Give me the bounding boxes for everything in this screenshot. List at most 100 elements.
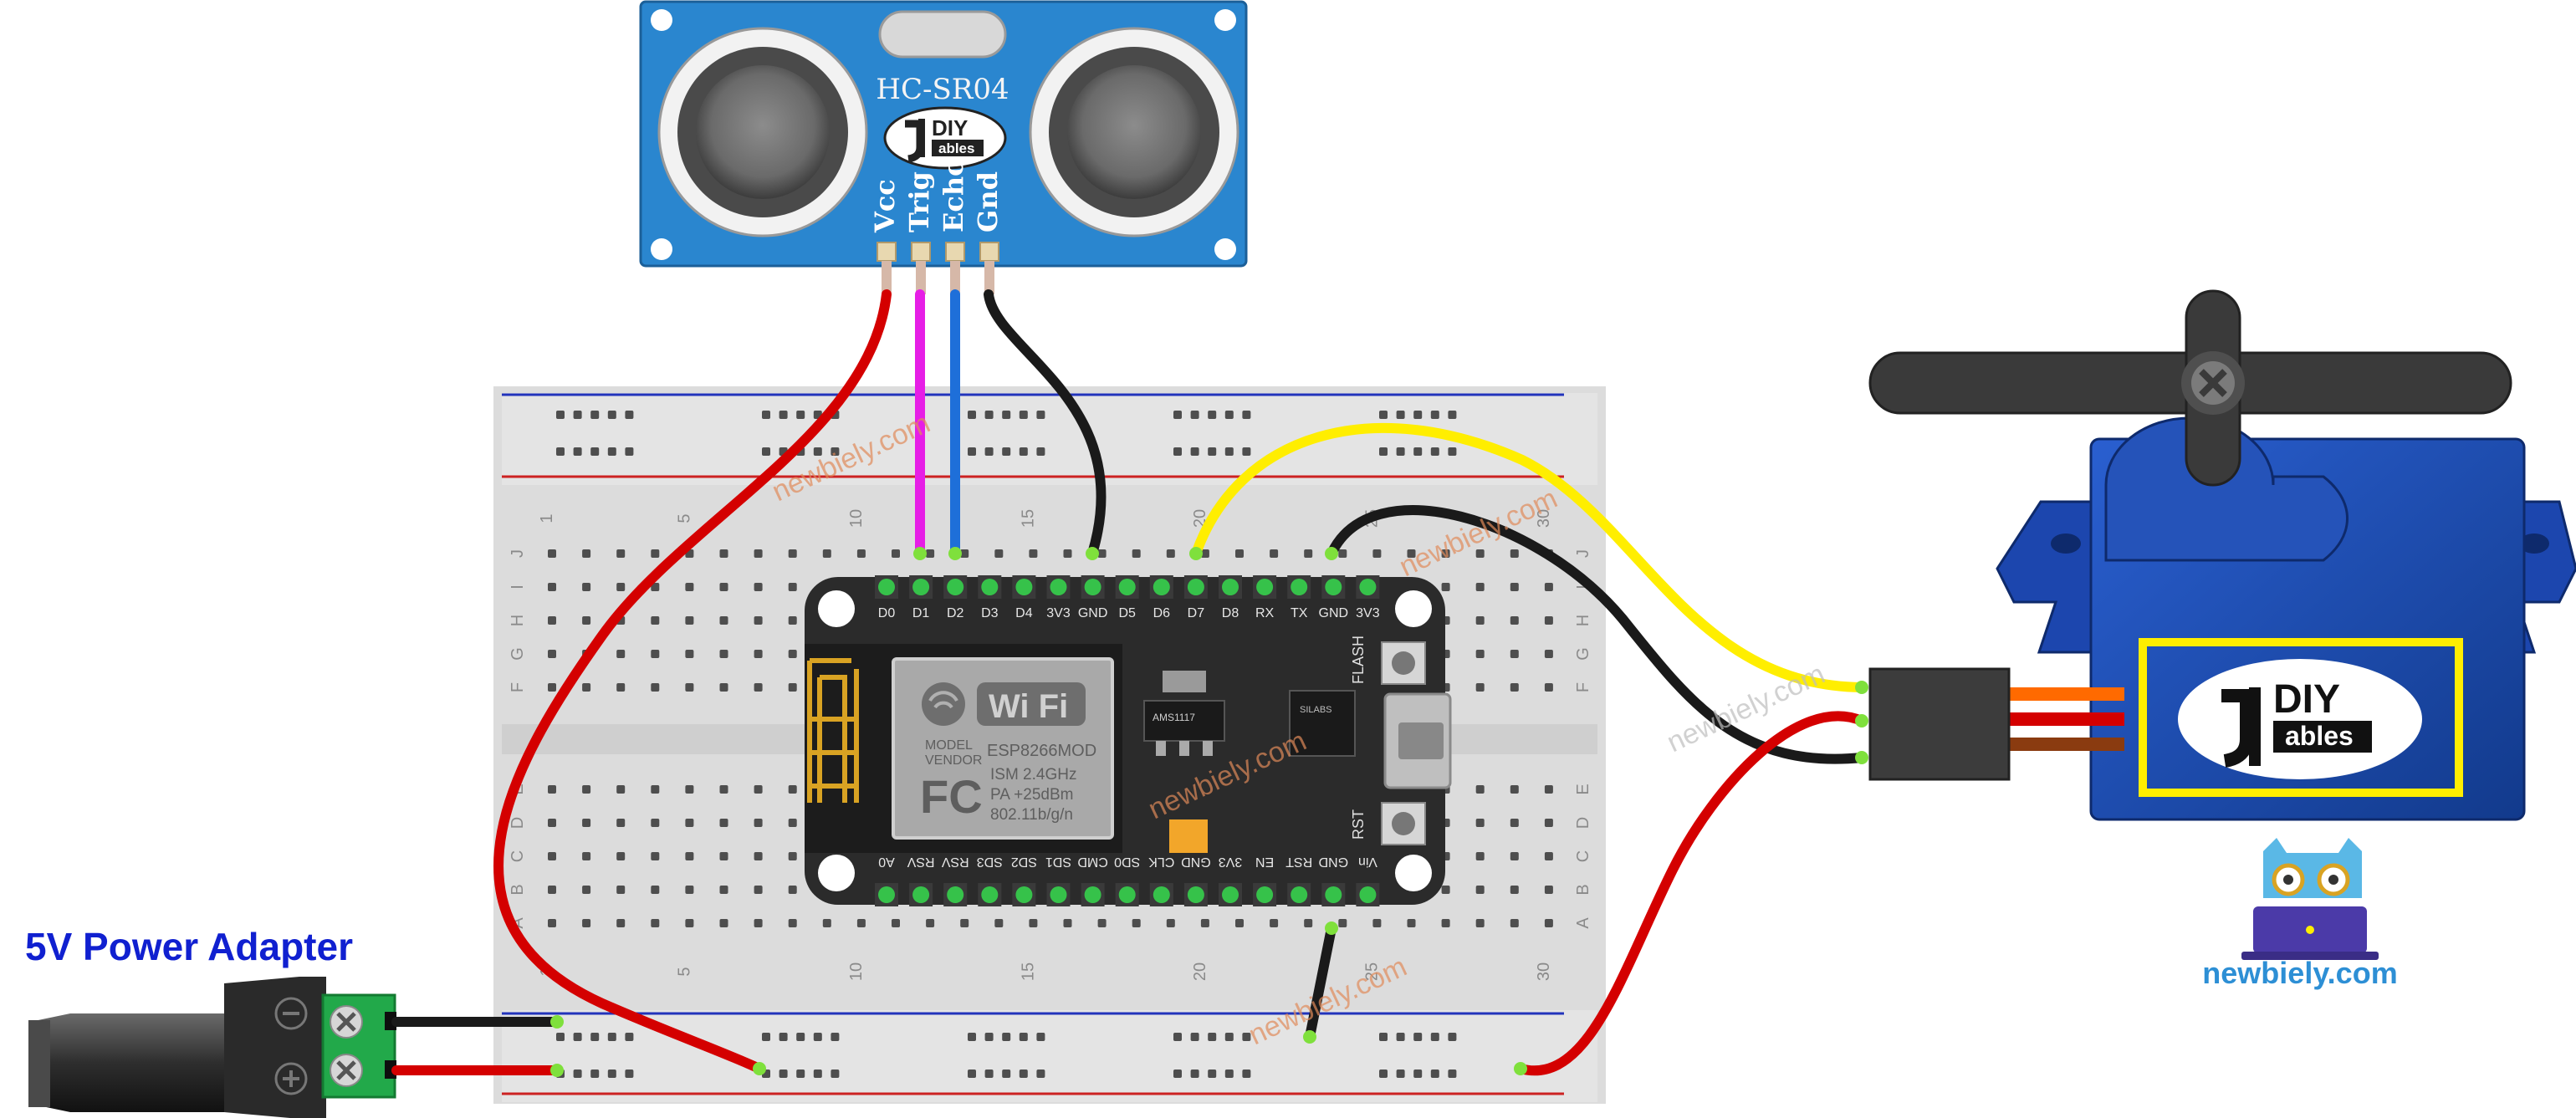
power-adapter-label: 5V Power Adapter [25, 925, 353, 968]
hole [582, 583, 591, 591]
hole [556, 447, 565, 456]
hole [1475, 650, 1485, 658]
board-pin-label: 3V3 [1219, 855, 1243, 869]
hole [719, 785, 728, 794]
hole [548, 616, 556, 625]
hole [590, 1070, 600, 1078]
hole [1430, 447, 1439, 456]
hole [1200, 549, 1209, 558]
flash-button[interactable] [1381, 641, 1426, 685]
hole [1475, 583, 1485, 591]
row-letter: I [509, 585, 527, 590]
hole [1448, 1033, 1457, 1041]
hole [556, 1033, 565, 1041]
hole [1019, 411, 1028, 419]
hole [788, 919, 797, 927]
hole [1235, 549, 1244, 558]
hole [788, 886, 797, 894]
hole [1224, 411, 1234, 419]
flash-label: FLASH [1350, 636, 1367, 684]
hole [1448, 411, 1457, 419]
servo-cable [1868, 667, 2124, 781]
hole [1132, 919, 1141, 927]
hole [788, 650, 797, 658]
hole [1544, 886, 1553, 894]
board-pin-label: EN [1255, 855, 1274, 869]
board-pin-label: D2 [947, 606, 964, 620]
hole [1441, 583, 1450, 591]
board-pin-label: SD1 [1045, 855, 1071, 869]
board-pin-hole [1187, 579, 1204, 595]
row-letter: F [509, 682, 527, 692]
hole [685, 583, 694, 591]
board-pin-label: 3V3 [1046, 606, 1071, 620]
hole [1448, 447, 1457, 456]
board-pin-hole [1118, 886, 1136, 903]
row-letter: G [509, 647, 527, 661]
hole [788, 583, 797, 591]
hole [1304, 549, 1313, 558]
hole [616, 650, 626, 658]
hole [788, 549, 797, 558]
hole [1544, 919, 1553, 927]
servo-motor: DIY ables [1868, 289, 2576, 821]
hole [548, 886, 556, 894]
hole [1475, 852, 1485, 860]
hole [796, 411, 805, 419]
hole [616, 852, 626, 860]
hole [1190, 1070, 1199, 1078]
hole [1224, 1033, 1234, 1041]
hole [1173, 411, 1182, 419]
hole [1407, 919, 1416, 927]
hole [685, 919, 694, 927]
hole [573, 411, 582, 419]
sensor-pin-leg [916, 261, 926, 294]
board-pin-label: GND [1181, 855, 1211, 869]
hole [1200, 919, 1209, 927]
column-number: 30 [1535, 509, 1553, 528]
hole [1475, 919, 1485, 927]
regulator-label: AMS1117 [1153, 712, 1195, 723]
hole [625, 1070, 634, 1078]
rst-button[interactable] [1381, 802, 1426, 845]
hole [1190, 411, 1199, 419]
hole [719, 819, 728, 827]
hole [1242, 1070, 1251, 1078]
hole [1208, 411, 1217, 419]
hole [831, 447, 840, 456]
row-letter: J [1574, 549, 1592, 558]
sensor-pin-label: Echo [938, 159, 969, 232]
board-pin-label: GND [1078, 606, 1108, 620]
hole [1190, 447, 1199, 456]
row-letter: D [1574, 817, 1592, 829]
hole [582, 919, 591, 927]
hole [1544, 785, 1553, 794]
hole [651, 583, 660, 591]
hole [1002, 411, 1011, 419]
hole [685, 616, 694, 625]
hole [1510, 852, 1519, 860]
board-pin-label: RST [1285, 855, 1312, 869]
board-pin-label: SD2 [1011, 855, 1037, 869]
board-pin-label: CLK [1148, 855, 1174, 869]
row-letter: B [1574, 884, 1592, 895]
wires [391, 289, 1867, 1076]
hole [984, 1070, 994, 1078]
hole [719, 683, 728, 692]
micro-usb-port [1383, 692, 1452, 789]
hole [788, 616, 797, 625]
hole [625, 411, 634, 419]
board-pin-hole [1359, 579, 1377, 595]
board-pin-label: CMD [1077, 855, 1107, 869]
board-pin-label: TX [1291, 606, 1308, 620]
hole [1208, 1033, 1217, 1041]
tantalum-capacitor [1169, 819, 1208, 853]
hole [590, 1033, 600, 1041]
hole [1029, 549, 1038, 558]
hole [616, 919, 626, 927]
hole [1441, 919, 1450, 927]
hole [968, 1033, 976, 1041]
hole [548, 683, 556, 692]
hole [1304, 919, 1313, 927]
hole [754, 785, 763, 794]
